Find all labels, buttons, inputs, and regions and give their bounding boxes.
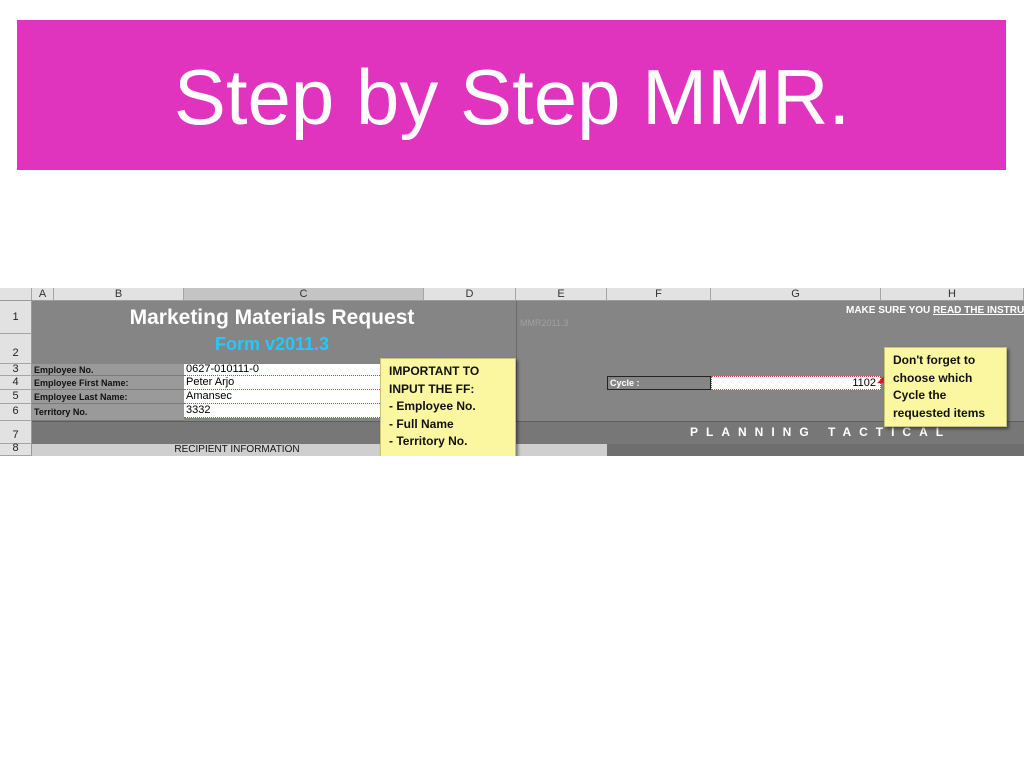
column-header-b[interactable]: B — [54, 288, 184, 301]
column-header-g[interactable]: G — [711, 288, 881, 301]
cycle-note-line: Cycle the — [893, 388, 947, 402]
territory-no-label: Territory No. — [32, 404, 184, 421]
cycle-note-line: Don't forget to — [893, 353, 976, 367]
mmr-code: MMR2011.3 — [520, 318, 569, 328]
important-note-line: - Employee No. — [389, 399, 476, 413]
column-header-a[interactable]: A — [32, 288, 54, 301]
slide-title: Step by Step MMR. — [173, 53, 851, 141]
column-header-e[interactable]: E — [516, 288, 607, 301]
column-header-h[interactable]: H — [881, 288, 1024, 301]
planning-tactical-header: PLANNING TACTICAL — [690, 425, 952, 439]
first-name-label: Employee First Name: — [32, 376, 184, 390]
row-header-2[interactable]: 2 — [0, 334, 32, 364]
important-note-line: - Full Name — [389, 416, 454, 431]
important-note-line: IMPORTANT TO — [389, 364, 480, 378]
column-divider — [516, 301, 517, 421]
employee-no-label: Employee No. — [32, 364, 184, 376]
last-name-cell[interactable]: Amansec — [184, 390, 380, 404]
important-note-line: - Territory No. — [389, 434, 468, 448]
row-header-8[interactable]: 8 — [0, 443, 32, 456]
cycle-label: Cycle : — [607, 376, 711, 390]
planning-band — [32, 421, 1024, 445]
title-banner — [17, 20, 1006, 170]
cycle-note-line: requested items — [893, 405, 986, 420]
row-header-7[interactable]: 7 — [0, 421, 32, 444]
column-header-f[interactable]: F — [607, 288, 711, 301]
row-header-5[interactable]: 5 — [0, 390, 32, 404]
first-name-cell[interactable]: Peter Arjo — [184, 376, 380, 390]
last-name-label: Employee Last Name: — [32, 390, 184, 404]
spreadsheet-screenshot: A B C D E F G H 1 2 3 4 5 6 7 8 Marketin… — [0, 288, 1024, 456]
column-header-d[interactable]: D — [424, 288, 516, 301]
instructions-notice: MAKE SURE YOU READ THE INSTRU — [846, 305, 1024, 316]
cycle-cell[interactable]: 1102 — [711, 376, 881, 390]
select-all-corner[interactable] — [0, 288, 32, 301]
cycle-note-line: choose which — [893, 370, 973, 385]
cycle-note: Don't forget to choose which Cycle the r… — [884, 347, 1007, 427]
recipient-information-header: RECIPIENT INFORMATION — [174, 444, 300, 455]
column-header-c[interactable]: C — [184, 288, 424, 301]
important-note: IMPORTANT TO INPUT THE FF: - Employee No… — [380, 358, 516, 456]
form-title: Marketing Materials Request — [129, 306, 415, 329]
employee-no-cell[interactable]: 0627-010111-0 — [184, 364, 380, 376]
row-header-4[interactable]: 4 — [0, 376, 32, 390]
comment-indicator-icon: ◢ — [877, 374, 884, 384]
instructions-prefix: MAKE SURE YOU — [846, 305, 934, 316]
row8-right-area — [607, 444, 1024, 456]
row-header-6[interactable]: 6 — [0, 404, 32, 421]
row-header-1[interactable]: 1 — [0, 301, 32, 334]
instructions-link[interactable]: READ THE INSTRU — [933, 305, 1024, 316]
row-header-3[interactable]: 3 — [0, 364, 32, 376]
form-version: Form v2011.3 — [214, 334, 330, 354]
important-note-line: INPUT THE FF: — [389, 381, 475, 396]
territory-no-cell[interactable]: 3332 — [184, 404, 380, 418]
